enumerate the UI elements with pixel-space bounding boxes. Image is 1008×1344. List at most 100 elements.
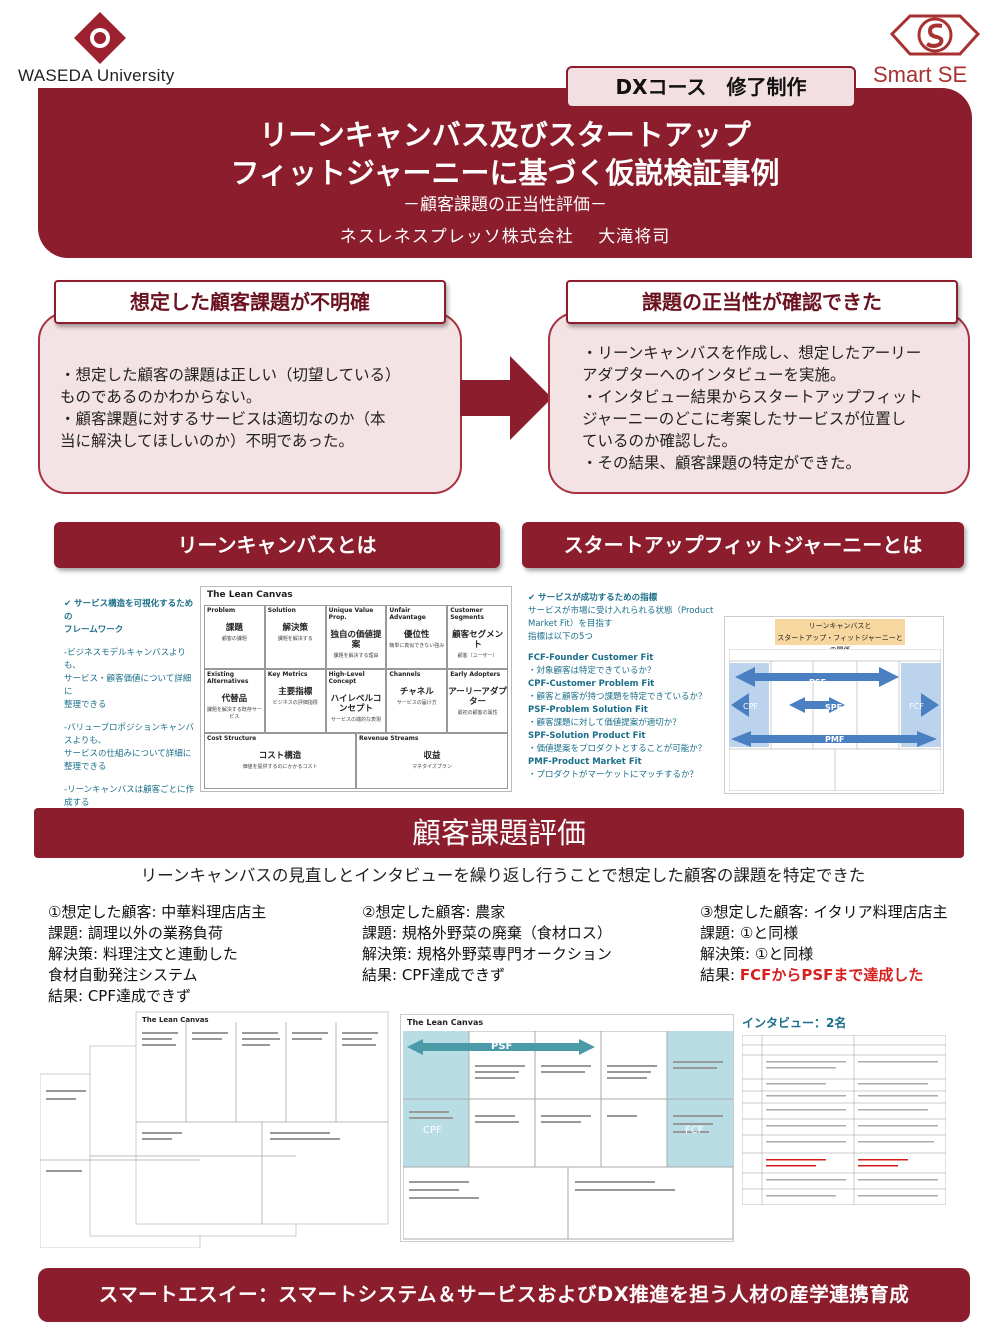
sfj-diagram-caption: リーンキャンバスと スタートアップ・フィットジャーニーとの関係 [775,619,905,654]
interview-title: インタビュー：2名 [742,1016,847,1030]
case-italian-restaurant: ③想定した顧客: イタリア料理店店主 課題: ①と同様 解決策: ①と同様 結果… [700,902,1000,986]
lean-canvas-cell-head: Problem [207,607,236,614]
lean-canvas-cell-main: アーリーアダプター [448,687,507,707]
lean-canvas-cell-sub: サービスの届け方 [396,700,437,706]
result-line: ・リーンキャンバスを作成し、想定したアーリー [582,344,922,362]
lean-canvas-cell-head: Revenue Streams [359,735,419,742]
result-line: ・その結果、顧客課題の特定ができた。 [582,454,862,472]
case-line: 解決策: ①と同様 [700,945,814,963]
case-line: 結果: CPF達成できず [362,966,505,984]
lean-canvas-result: The Lean Canvas PSF CPF FCF [400,1014,734,1242]
problem-line: ・顧客課題に対するサービスは適切なのか（本 [60,410,386,428]
lean-canvas-cell-main: チャネル [399,687,434,697]
lean-canvas-cell-main: 代替品 [221,694,248,704]
sfj-diagram: リーンキャンバスと スタートアップ・フィットジャーニーとの関係 PSF SPF … [724,616,944,794]
problem-body: ・想定した顧客の課題は正しい（切望している） ものであるのかわからない。 ・顧客… [60,364,446,452]
sfj-desc-line: FCF-Founder Customer Fit [528,653,654,663]
lean-canvas-heading: リーンキャンバスとは [54,522,500,568]
lean-canvas-cell-sub: 課題を解決する理由 [333,653,379,659]
lean-canvas-cell-sub: ビジネスの評価指標 [272,700,318,706]
lean-canvas-cell-head: Customer Segments [450,607,484,621]
sfj-desc-line: ・プロダクトがマーケットにマッチするか？ [528,770,699,780]
lean-desc-line: -ビジネスモデルキャンバスよりも、 [64,648,186,671]
footer-banner: スマートエスイー：スマートシステム＆サービスおよびDX推進を担う人材の産学連携育… [38,1268,970,1322]
problem-label: 想定した顧客課題が不明確 [54,280,446,324]
lean-canvas-cell-sub: 最初の顧客の属性 [457,710,498,716]
page-title-line1: リーンキャンバス及びスタートアップ [259,118,751,152]
sfj-desc-line: ・顧客と顧客が持つ課題を特定できているか？ [528,692,707,702]
sfj-heading: スタートアップフィットジャーニーとは [522,522,964,568]
lean-canvas-cell-main: 収益 [423,751,441,761]
lean-canvas-cell-head: High-Level Concept [328,671,365,685]
title-banner [38,88,972,258]
lean-canvas-cell-main: 顧客セグメント [452,630,504,650]
lean-desc-line: フレームワーク [64,625,124,635]
result-line: ているのか確認した。 [582,432,738,450]
sfj-desc-line: サービスが市場に受け入れられる状態（Product Market Fit）を目指… [528,606,714,629]
sfj-desc-line: ・価値提案をプロダクトとすることが可能か？ [528,744,707,754]
result-line: アダプターへのインタビューを実施。 [582,366,846,384]
case-line: 解決策: 料理注文と連動した [48,945,238,963]
evaluation-heading: 顧客課題評価 [34,808,964,858]
case-result-highlight: FCFからPSFまで達成した [739,966,924,984]
lean-canvas-thumbnails [40,1011,389,1248]
lean-canvas-cell-head: Solution [267,607,296,614]
lean-canvas-cell-main: コスト構造 [258,751,302,761]
lean-canvas-cell: Customer Segments 顧客セグメント顧客（ユーザー） [447,605,508,669]
lean-canvas-cell-main: 優位性 [404,630,430,640]
lean-canvas-cell: Early Adopters アーリーアダプター最初の顧客の属性 [447,669,508,733]
case-result-prefix: 結果: [700,966,740,984]
lean-desc-line: -バリュープロポジションキャンバスよりも、 [64,723,195,746]
lean-canvas-cell-head: Unique Value Prop. [328,607,374,621]
page-title-line2: フィットジャーニーに基づく仮説検証事例 [230,156,780,190]
university-name: WASEDA University [18,66,175,85]
lean-canvas-cell-sub: 価値を提供するのにかかるコスト [242,764,318,770]
author: ネスレネスプレッソ株式会社 大滝将司 [339,227,671,247]
lean-canvas-cell-sub: 顧客の課題 [221,636,247,642]
problem-box [38,312,462,494]
lean-canvas-cell-main: ハイレベルコンセプト [330,694,382,714]
lean-desc-line: サービスの仕組みについて詳細に [64,749,192,759]
cpf-label: CPF [743,702,759,711]
case-line: 解決策: 規格外野菜専門オークション [362,945,612,963]
case-line: ①想定した顧客: 中華料理店店主 [48,903,267,921]
fcf-label: FCF [909,702,924,711]
lean-canvas-cell-head: Early Adopters [450,671,501,678]
lean-desc-line: ✔ サービス構造を可視化するための [64,599,194,622]
case-line: ③想定した顧客: イタリア料理店店主 [700,903,948,921]
cpf-label: CPF [423,1125,442,1136]
result-box [548,312,970,494]
sfj-desc-line: CPF-Customer Problem Fit [528,679,655,689]
case-line: 結果: FCFからPSFまで達成した [700,965,1000,986]
lean-canvas-cell: Unique Value Prop.独自の価値提案課題を解決する理由 [325,605,387,669]
evaluation-lead: リーンキャンバスの見直しとインタビューを繰り返し行うことで想定した顧客の課題を特… [140,866,866,885]
problem-line: 当に解決してほしいのか）不明であった。 [60,432,354,450]
fcf-label: FCF [685,1125,704,1136]
result-line: ・インタビュー結果からスタートアップフィット [582,388,923,406]
result-canvas-graphic [403,1031,733,1240]
sfj-desc-line: ✔ サービスが成功するための指標 [528,593,658,603]
sfj-desc-line: PMF-Product Market Fit [528,757,642,767]
problem-line: ・想定した顧客の課題は正しい（切望している） [60,366,401,384]
problem-line: ものであるのかわからない。 [60,388,262,406]
case-line: 食材自動発注システム [48,966,198,984]
sfj-desc-line: SPF-Solution Product Fit [528,731,646,741]
sfj-description: ✔ サービスが成功するための指標 サービスが市場に受け入れられる状態（Produ… [528,592,724,782]
spf-arrow-label: SPF [825,703,843,712]
psf-arrow-label: PSF [809,678,827,687]
interview-table-graphic [741,1034,947,1206]
sfj-desc-line: ・顧客課題に対して価値提案が適切か？ [528,718,681,728]
lean-canvas-cell-main: 主要指標 [278,687,313,697]
lean-canvas-cell-main: 課題 [225,623,243,633]
lean-desc-line: -リーンキャンバスは顧客ごとに作成する [64,785,195,808]
sfj-caption-line: リーンキャンバスと [808,622,872,630]
page-subtitle: －顧客課題の正当性評価－ [403,195,607,215]
case-line: ②想定した顧客: 農家 [362,903,506,921]
lean-canvas-cell-head: Channels [389,671,421,678]
lean-desc-line: 整理できる [64,700,107,710]
interview-summary: インタビュー：2名 [741,1014,947,1210]
lean-canvas-cell-sub: 顧客（ユーザー） [457,653,498,659]
